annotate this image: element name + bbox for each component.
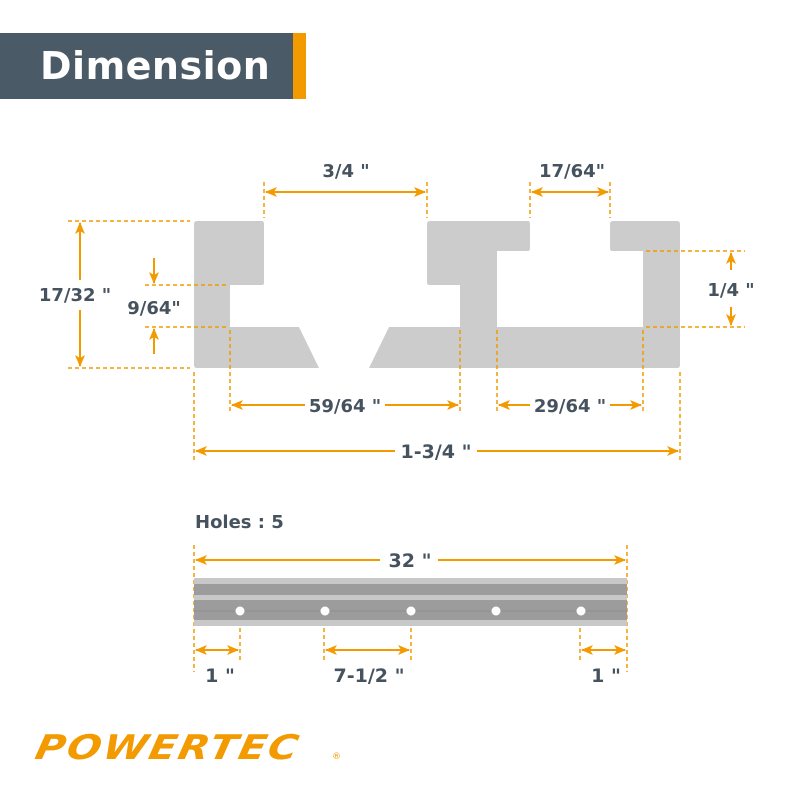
dim-overall-height: 17/32 " (39, 285, 111, 306)
track-profile (194, 221, 680, 368)
holes-count-label: Holes : 5 (195, 512, 284, 533)
rail-length-label: 32 " (389, 550, 432, 572)
dim-right-channel-depth: 1/4 " (707, 280, 754, 301)
dim-right-slot-width: 17/64" (539, 161, 605, 182)
rail-left-offset-label: 1 " (205, 665, 235, 687)
hole-2 (320, 606, 330, 616)
dim-left-channel-width: 59/64 " (309, 396, 381, 417)
dim-lip-thickness: 9/64" (127, 298, 181, 319)
rail-right-offset-label: 1 " (591, 665, 621, 687)
powertec-logo: POWERTEC (31, 728, 304, 768)
header-accent-stripe (293, 33, 306, 99)
dim-right-channel-width: 29/64 " (534, 396, 606, 417)
registered-mark: ® (332, 752, 341, 762)
hole-5 (576, 606, 586, 616)
hole-1 (235, 606, 245, 616)
extension-lines (68, 182, 745, 460)
hole-3 (406, 606, 416, 616)
hole-4 (491, 606, 501, 616)
header-bar (0, 33, 293, 99)
dim-top-slot-width: 3/4 " (322, 161, 369, 182)
rail-hole-spacing-label: 7-1/2 " (334, 665, 405, 687)
rail-dimension-arrows (195, 555, 626, 655)
dimension-arrows (75, 187, 736, 456)
dim-overall-width: 1-3/4 " (401, 441, 472, 463)
page-title: Dimension (40, 44, 271, 88)
rail-holes (235, 606, 586, 616)
rail-bar (194, 578, 627, 626)
